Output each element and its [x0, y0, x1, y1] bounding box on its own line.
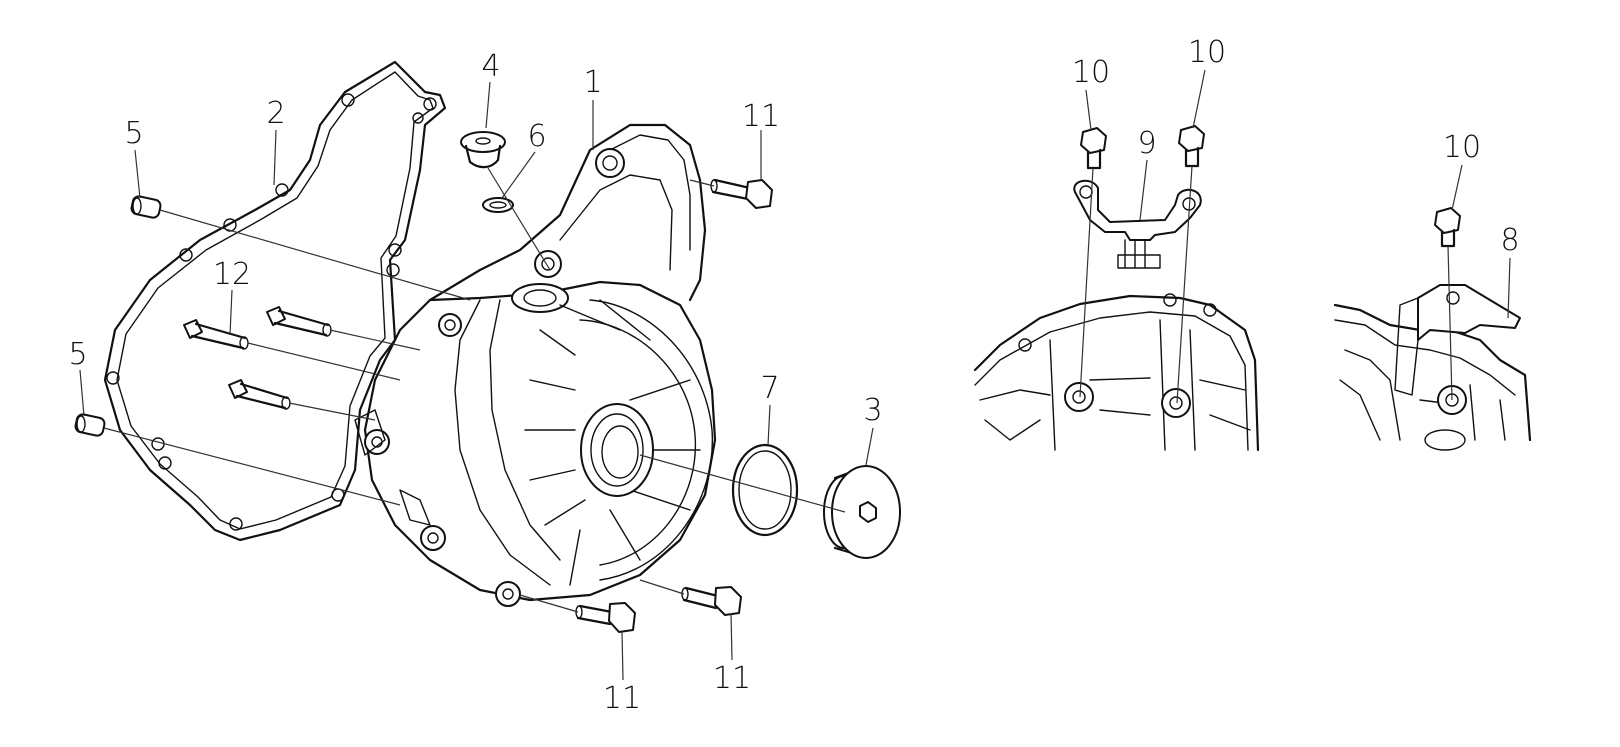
callout-5-upper: 5 — [124, 116, 143, 151]
long-bolt-3 — [228, 379, 291, 410]
callout-3: 3 — [863, 393, 882, 428]
short-bolt-lower-left — [575, 602, 636, 633]
callout-10-c: 10 — [1443, 130, 1481, 165]
long-bolt-1 — [183, 319, 249, 350]
dowel-pin-upper — [130, 195, 162, 219]
long-bolt-2 — [266, 306, 332, 337]
callout-8: 8 — [1500, 223, 1519, 258]
callout-4: 4 — [481, 49, 500, 84]
callout-labels: 1 2 3 4 5 5 6 7 8 9 10 10 10 11 11 11 12 — [68, 35, 1519, 716]
callout-10-a: 10 — [1072, 55, 1110, 90]
callout-7: 7 — [760, 371, 779, 406]
callout-2: 2 — [266, 96, 285, 131]
callout-5-lower: 5 — [68, 337, 87, 372]
o-ring-large — [731, 443, 799, 537]
inspection-cap — [823, 465, 901, 559]
callout-11-lower-left: 11 — [603, 681, 641, 716]
stator-cover — [354, 123, 717, 607]
callout-1: 1 — [583, 65, 602, 100]
short-bolt-upper — [710, 178, 773, 209]
callout-6: 6 — [527, 119, 546, 154]
o-ring-washer-small — [482, 197, 514, 213]
assembly-lines — [103, 167, 846, 613]
short-bolt-lower-right — [681, 586, 742, 616]
gasket — [103, 60, 447, 542]
callout-11-upper: 11 — [742, 99, 780, 134]
callout-leaders — [79, 81, 1148, 681]
detail-view-bracket — [973, 69, 1260, 452]
detail-view-clip — [1333, 164, 1532, 451]
callout-12: 12 — [213, 257, 251, 292]
callout-11-lower-right: 11 — [713, 661, 751, 696]
callout-10-b: 10 — [1188, 35, 1226, 70]
filler-plug — [460, 131, 506, 169]
dowel-pin-lower — [74, 413, 106, 437]
callout-9: 9 — [1137, 126, 1156, 161]
